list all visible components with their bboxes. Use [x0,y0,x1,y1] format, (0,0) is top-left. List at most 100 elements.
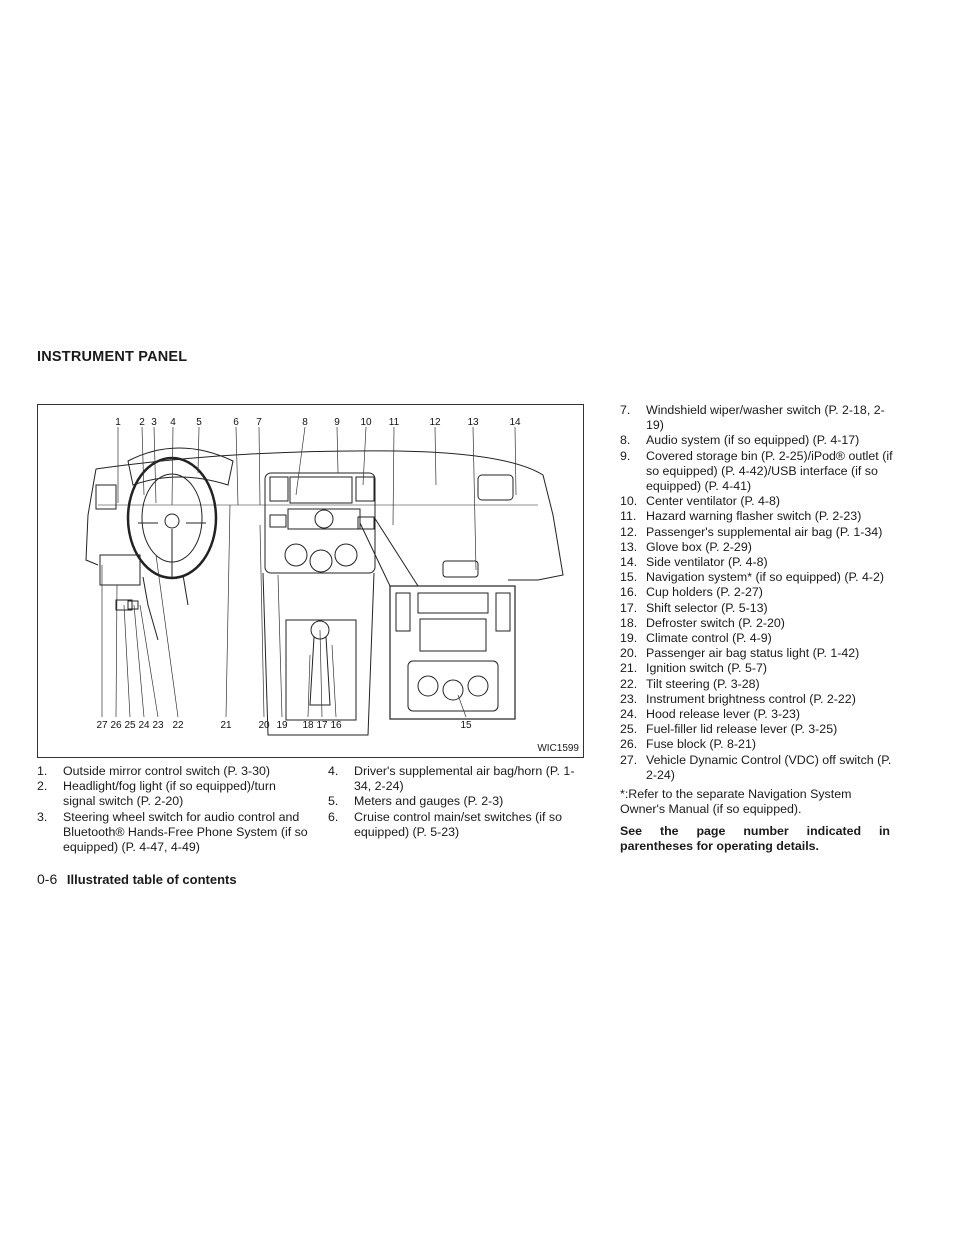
callout-label: 9 [334,417,340,428]
list-item: 16. Cup holders (P. 2-27) [620,585,895,600]
item-number: 4. [328,764,339,778]
item-number: 3. [37,809,48,824]
list-item: 7.Windshield wiper/washer switch (P. 2-1… [620,403,895,433]
item-text: Tilt steering (P. 3-28) [646,676,760,691]
page-reference-note: See the page number indicated in parenth… [620,824,890,854]
list-item: 1.Outside mirror control switch (P. 3-30… [37,764,309,779]
item-text: Fuel-filler lid release lever (P. 3-25) [646,722,838,737]
callout-label: 19 [276,720,288,731]
item-text: Cruise control main/set switches (if so … [354,809,562,839]
item-text: Fuse block (P. 8-21) [646,737,756,752]
list-item: 10. Center ventilator (P. 4-8) [620,494,895,509]
callout-label: 22 [172,720,184,731]
item-number: 8. [620,433,631,448]
callout-label: 24 [138,720,150,731]
callout-label: 12 [429,417,441,428]
item-text: Headlight/fog light (if so equipped)/tur… [63,779,276,809]
item-number: 26. [620,737,638,752]
item-text: Cup holders (P. 2-27) [646,585,763,600]
list-item: 17.Shift selector (P. 5-13) [620,601,895,616]
list-item: 20.Passenger air bag status light (P. 1-… [620,646,895,661]
item-number: 27. [620,752,638,767]
item-number: 23. [620,691,638,706]
callout-label: 17 [316,720,328,731]
list-item: 26. Fuse block (P. 8-21) [620,737,895,752]
list-item: 23. Instrument brightness control (P. 2-2… [620,692,895,707]
list-item: 6. Cruise control main/set switches (if s… [328,810,578,840]
list-item: 27. Vehicle Dynamic Control (VDC) off swi… [620,753,895,783]
list-item: 13. Glove box (P. 2-29) [620,540,895,555]
list-item: 11. Hazard warning flasher switch (P. 2-2… [620,509,895,524]
item-text: Passenger's supplemental air bag (P. 1-3… [646,524,883,539]
item-text: Driver's supplemental air bag/horn (P. 1… [354,764,575,794]
callout-label: 13 [467,417,479,428]
list-item: 18. Defroster switch (P. 2-20) [620,616,895,631]
section-title: INSTRUMENT PANEL [37,349,188,365]
callout-label: 14 [509,417,521,428]
callout-label: 10 [360,417,372,428]
callout-label: 4 [170,417,176,428]
item-text: Defroster switch (P. 2-20) [646,615,785,630]
item-number: 6. [328,809,339,824]
list-item: 21.Ignition switch (P. 5-7) [620,661,895,676]
item-text: Vehicle Dynamic Control (VDC) off switch… [646,752,892,782]
item-number: 19. [620,631,638,646]
item-text: Windshield wiper/washer switch (P. 2-18,… [646,403,885,433]
item-number: 24. [620,707,638,722]
item-text: Covered storage bin (P. 2-25)/iPod® outl… [646,448,893,494]
item-number: 25. [620,722,638,737]
list-item: 2.Headlight/fog light (if so equipped)/t… [37,779,309,809]
callout-label: 6 [233,417,239,428]
item-text: Outside mirror control switch (P. 3-30) [63,764,271,778]
callout-label: 27 [96,720,108,731]
item-text: Navigation system* (if so equipped) (P. … [646,570,885,585]
item-text: Audio system (if so equipped) (P. 4-17) [646,433,860,448]
callout-label: 15 [460,720,472,731]
callout-label: 3 [151,417,157,428]
item-text: Ignition switch (P. 5-7) [646,661,767,676]
page-footer: 0-6 Illustrated table of contents [37,871,237,887]
item-text: Shift selector (P. 5-13) [646,600,768,615]
callout-label: 1 [115,417,121,428]
item-number: 12. [620,524,638,539]
callout-label: 26 [110,720,122,731]
item-number: 5. [328,794,339,809]
callout-label: 18 [302,720,314,731]
list-item: 25. Fuel-filler lid release lever (P. 3-2… [620,722,895,737]
item-text: Side ventilator (P. 4-8) [646,555,768,570]
callout-label: 21 [220,720,232,731]
item-number: 9. [620,448,631,463]
callout-label: 23 [152,720,164,731]
callout-label: 2 [139,417,145,428]
item-text: Instrument brightness control (P. 2-22) [646,691,856,706]
item-text: Passenger air bag status light (P. 1-42) [646,646,860,661]
callout-label: 5 [196,417,202,428]
list-item: 22. Tilt steering (P. 3-28) [620,677,895,692]
list-item: 4. Driver's supplemental air bag/horn (P.… [328,764,578,794]
page-number: 0-6 [37,871,58,887]
item-number: 13. [620,539,638,554]
item-number: 10. [620,494,638,509]
item-number: 15. [620,570,638,585]
footer-title: Illustrated table of contents [66,872,237,887]
item-text: Hood release lever (P. 3-23) [646,707,801,722]
item-number: 22. [620,676,638,691]
item-number: 11. [620,509,637,524]
callout-label: 25 [124,720,136,731]
item-text: Glove box (P. 2-29) [646,539,752,554]
item-text: Steering wheel switch for audio control … [63,809,308,855]
list-item: 15. Navigation system* (if so equipped) (… [620,570,895,585]
list-item: 8. Audio system (if so equipped) (P. 4-17… [620,433,895,448]
callout-label: 20 [258,720,270,731]
item-text: Center ventilator (P. 4-8) [646,494,781,509]
item-number: 18. [620,615,638,630]
list-item: 3. Steering wheel switch for audio contro… [37,810,309,856]
item-number: 16. [620,585,638,600]
item-number: 14. [620,555,638,570]
callout-label: 11 [389,417,400,428]
list-item: 9. Covered storage bin (P. 2-25)/iPod® ou… [620,449,895,495]
item-text: Hazard warning flasher switch (P. 2-23) [646,509,862,524]
callout-label: 16 [330,720,342,731]
